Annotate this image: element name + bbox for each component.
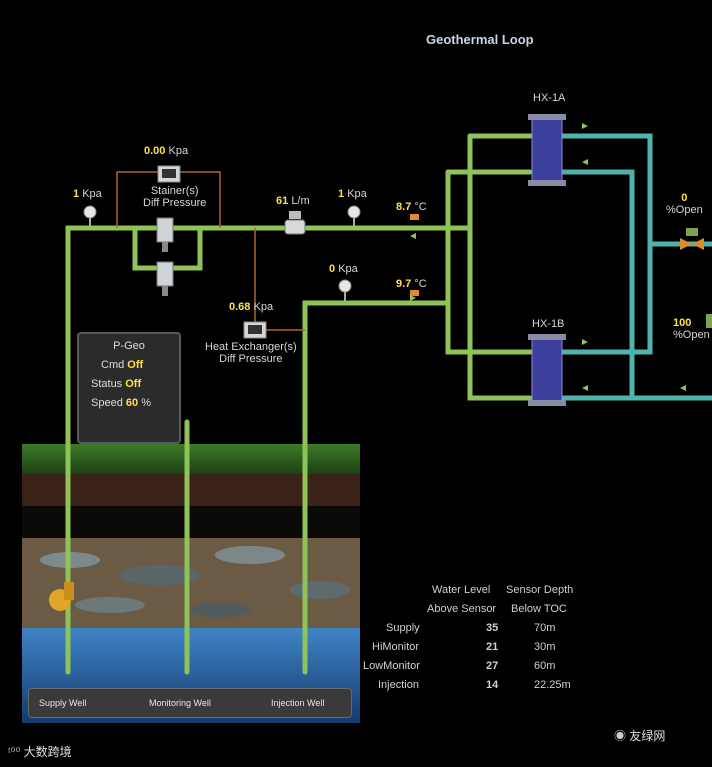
hx-dp-value: 0.68 — [229, 301, 251, 313]
return-pressure-value: 0 — [329, 263, 336, 275]
flow-readout: 61 L/m — [276, 195, 310, 207]
heat-exchanger-1b-icon[interactable] — [528, 334, 566, 406]
table-row-level: 21 — [486, 641, 499, 653]
table-row-depth: 60m — [534, 660, 556, 672]
flow-arrow-icon — [410, 123, 686, 391]
hx-1a-label: HX-1A — [533, 92, 566, 104]
supply-pressure-readout: 1 Kpa — [73, 188, 102, 200]
monitoring-well-label[interactable]: Monitoring Well — [149, 698, 211, 708]
chat-logo-icon: ◉ — [614, 729, 630, 743]
hx-dp-readout: 0.68 Kpa — [229, 301, 273, 313]
table-row-name: HiMonitor — [372, 641, 420, 653]
col1-line1: Water Level — [432, 584, 491, 596]
valve-2-readout: 100 %Open — [673, 317, 710, 341]
hx-dp-line2: Diff Pressure — [219, 353, 283, 365]
pump-cmd-row[interactable]: Cmd Off — [101, 359, 143, 371]
wells-label-bar: Supply Well Monitoring Well Injection We… — [28, 688, 352, 718]
strainer-icon[interactable] — [156, 217, 174, 296]
control-valve-icon[interactable] — [706, 314, 712, 328]
valve-1-readout: 0 %Open — [666, 192, 703, 216]
valve-2-value: 100 — [673, 317, 692, 329]
footer-left-text: 大数跨境 — [23, 745, 72, 759]
pump-speed-unit: % — [141, 397, 151, 409]
pump-status-label: Status — [91, 378, 123, 390]
pump-status-row: Status Off — [91, 378, 141, 390]
strainer-dp-readout: 0.00 Kpa — [144, 145, 188, 157]
pressure-gauge-icon[interactable] — [83, 205, 97, 226]
page-title: Geothermal Loop — [426, 32, 534, 47]
hx-dp-display-icon[interactable] — [243, 321, 267, 339]
return-temp-readout: 9.7 °C — [396, 278, 427, 290]
pump-speed-label: Speed — [91, 397, 123, 409]
temperature-sensor-icon[interactable] — [410, 290, 419, 296]
supply-temp-unit: °C — [414, 201, 427, 213]
table-row-depth: 70m — [534, 622, 556, 634]
return-pressure-readout: 0 Kpa — [329, 263, 358, 275]
pump-status-value: Off — [125, 378, 142, 390]
downstream-pressure-unit: Kpa — [347, 188, 367, 200]
hx-dp-unit: Kpa — [253, 301, 274, 313]
supply-well-label[interactable]: Supply Well — [39, 698, 87, 708]
pump-cmd-label: Cmd — [101, 359, 125, 371]
footer-left-brand: ᵗ⁰⁰ 大数跨境 — [8, 743, 72, 760]
table-row-depth: 22.25m — [534, 679, 571, 691]
flow-meter-icon[interactable] — [284, 211, 306, 235]
table-header-sensor-depth: Sensor Depth — [506, 584, 574, 596]
supply-temp-value: 8.7 — [396, 201, 412, 213]
strainer-dp-unit: Kpa — [168, 145, 189, 157]
table-row-level: 14 — [486, 679, 499, 691]
table-header-water-level: Water Level — [432, 584, 490, 596]
pump-cmd-value: Off — [127, 359, 144, 371]
table-header-above-sensor: Above Sensor — [427, 603, 497, 615]
table-row-name: Supply — [386, 622, 420, 634]
footer-right-text: 友绿网 — [629, 729, 666, 743]
strainer-dp-label: Stainer(s) Diff Pressure — [143, 185, 206, 209]
pump-speed-row[interactable]: Speed 60 % — [91, 397, 151, 409]
pressure-gauge-icon[interactable] — [338, 279, 352, 301]
hx-dp-line1: Heat Exchanger(s) — [205, 341, 297, 353]
hx-1b-label: HX-1B — [532, 318, 565, 330]
brand-logo-icon: ᵗ⁰⁰ — [8, 745, 24, 759]
strainer-dp-line2: Diff Pressure — [143, 197, 207, 209]
table-row-level: 27 — [486, 660, 499, 672]
table-row-name: LowMonitor — [363, 660, 420, 672]
hx-dp-label: Heat Exchanger(s) Diff Pressure — [205, 341, 297, 365]
heat-exchanger-1a-icon[interactable] — [528, 114, 566, 186]
flow-value: 61 — [276, 195, 289, 207]
strainer-dp-value: 0.00 — [144, 145, 166, 157]
table-row-depth: 30m — [534, 641, 556, 653]
pump-speed-value: 60 — [125, 397, 139, 409]
return-temp-value: 9.7 — [396, 278, 412, 290]
pressure-gauge-icon[interactable] — [347, 205, 361, 226]
supply-pressure-unit: Kpa — [82, 188, 102, 200]
strainer-dp-display-icon[interactable] — [157, 165, 181, 183]
footer-right-brand: ◉ 友绿网 — [614, 727, 665, 744]
return-temp-unit: °C — [414, 278, 427, 290]
loop-pipes — [557, 133, 712, 401]
downstream-pressure-value: 1 — [338, 188, 345, 200]
table-header-below-toc: Below TOC — [511, 603, 567, 615]
supply-pressure-value: 1 — [73, 188, 80, 200]
valve-1-unit: %Open — [666, 204, 703, 216]
table-row-level: 35 — [486, 622, 499, 634]
strainer-dp-line1: Stainer(s) — [150, 185, 199, 197]
supply-pump-icon[interactable] — [49, 582, 74, 611]
return-pressure-unit: Kpa — [338, 263, 358, 275]
flow-unit: L/m — [291, 195, 310, 207]
downstream-pressure-readout: 1 Kpa — [338, 188, 367, 200]
pump-title: P-Geo — [113, 340, 145, 352]
supply-temp-readout: 8.7 °C — [396, 201, 427, 213]
table-row-name: Injection — [378, 679, 419, 691]
temperature-sensor-icon[interactable] — [410, 214, 419, 220]
valve-2-unit: %Open — [673, 329, 710, 341]
pump-control-panel[interactable]: P-Geo Cmd Off Status Off Speed 60 % — [77, 332, 181, 444]
control-valve-icon[interactable] — [680, 228, 704, 250]
injection-well-label[interactable]: Injection Well — [271, 698, 325, 708]
valve-1-value: 0 — [681, 192, 688, 204]
